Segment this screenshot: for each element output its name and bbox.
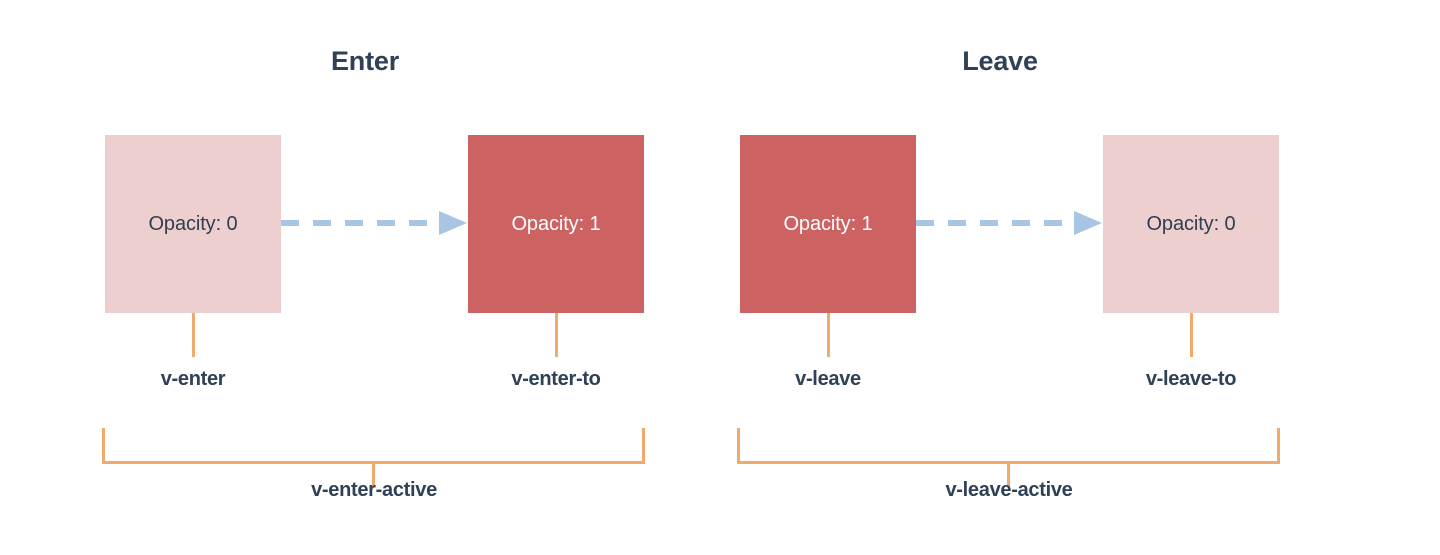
class-label-v-leave-active: v-leave-active bbox=[945, 479, 1073, 501]
state-box-label: Opacity: 1 bbox=[511, 212, 601, 235]
state-box-label: Opacity: 0 bbox=[1146, 212, 1236, 235]
panel-leave: Leave Opacity: 1 Opacity: 0 v-leave v-le… bbox=[720, 0, 1340, 555]
class-label-v-leave-to: v-leave-to bbox=[1145, 368, 1237, 390]
connector-line-v-enter bbox=[192, 313, 195, 357]
state-box-v-enter-to: Opacity: 1 bbox=[468, 135, 644, 313]
connector-line-v-leave-to bbox=[1190, 313, 1193, 357]
state-box-label: Opacity: 0 bbox=[148, 212, 238, 235]
bracket-v-enter-active bbox=[102, 428, 645, 464]
bracket-stem-v-enter-active bbox=[372, 464, 375, 487]
state-box-v-leave: Opacity: 1 bbox=[740, 135, 916, 313]
dashed-arrow-right-icon bbox=[916, 207, 1108, 239]
bracket-v-leave-active bbox=[737, 428, 1280, 464]
panel-title-leave: Leave bbox=[962, 46, 1038, 76]
connector-line-v-leave bbox=[827, 313, 830, 357]
state-box-label: Opacity: 1 bbox=[783, 212, 873, 235]
dashed-arrow-right-icon bbox=[281, 207, 473, 239]
panel-title-enter: Enter bbox=[330, 46, 400, 76]
class-label-v-enter-active: v-enter-active bbox=[311, 479, 437, 501]
class-label-v-enter-to: v-enter-to bbox=[511, 368, 601, 390]
state-box-v-enter: Opacity: 0 bbox=[105, 135, 281, 313]
state-box-v-leave-to: Opacity: 0 bbox=[1103, 135, 1279, 313]
bracket-stem-v-leave-active bbox=[1007, 464, 1010, 487]
class-label-v-leave: v-leave bbox=[795, 368, 861, 390]
panel-enter: Enter Opacity: 0 Opacity: 1 v-enter v-en… bbox=[85, 0, 705, 555]
class-label-v-enter: v-enter bbox=[160, 368, 226, 390]
connector-line-v-enter-to bbox=[555, 313, 558, 357]
